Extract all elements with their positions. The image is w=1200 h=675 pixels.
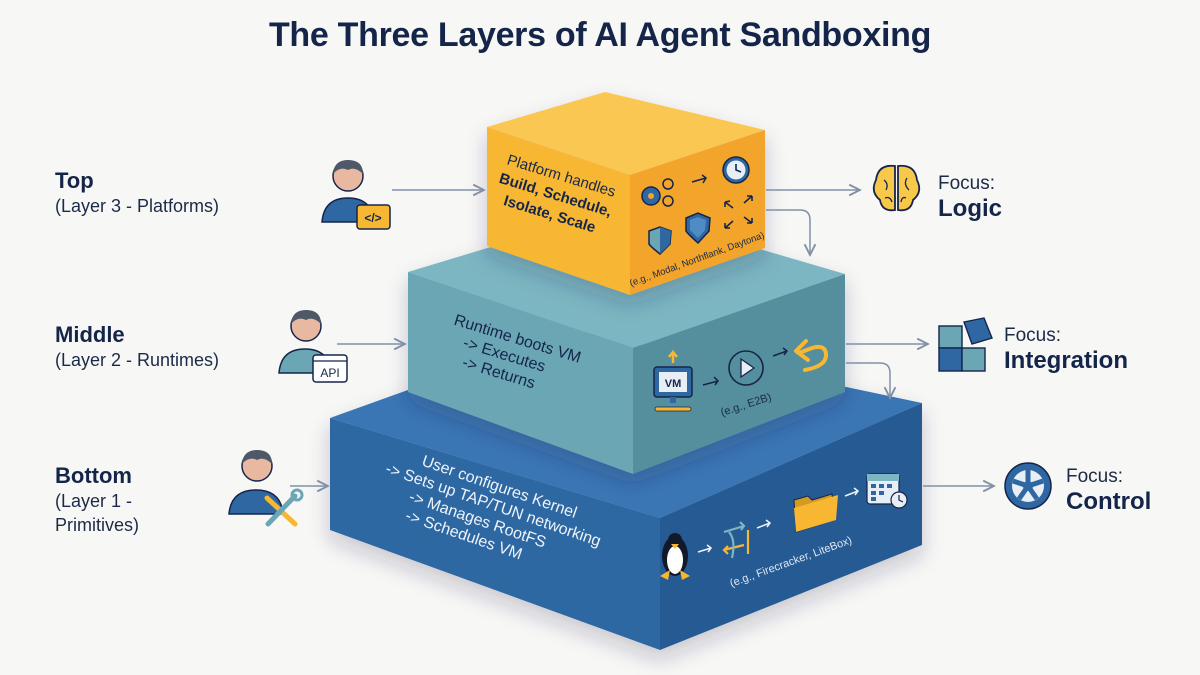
- box-front-face: [330, 418, 660, 650]
- box-front-face: [487, 127, 630, 295]
- layer-name: Bottom: [55, 463, 132, 488]
- gears-icon: [641, 178, 674, 207]
- connectors: [290, 190, 994, 486]
- clock-icon: [722, 156, 750, 184]
- arrow-icon: [772, 347, 789, 357]
- code-badge: </>: [364, 211, 381, 225]
- layer-sublabel: (Layer 3 - Platforms): [55, 196, 220, 216]
- arrow-icon: [844, 487, 860, 497]
- puzzle-icon: [938, 317, 993, 372]
- vm-label: VM: [665, 378, 682, 390]
- focus-value: Logic: [938, 195, 1002, 222]
- calendar-clock-icon: [866, 473, 908, 509]
- wheel-icon: [1004, 462, 1052, 510]
- folder-icon: [793, 493, 838, 533]
- shield-icon: [648, 226, 672, 256]
- focus-value: Integration: [1004, 347, 1128, 374]
- layer-sublabel: (Layer 1 -: [55, 491, 133, 511]
- layer-name: Top: [55, 168, 94, 193]
- brain-icon: [872, 164, 921, 212]
- vm-monitor-icon: VM: [653, 349, 693, 412]
- box-side-face: [660, 403, 922, 650]
- focus-middle: Focus: Integration: [1004, 325, 1128, 375]
- layer-name: Middle: [55, 322, 125, 347]
- focus-value: Control: [1066, 488, 1152, 515]
- layer-sublabel: (Layer 2 - Runtimes): [55, 350, 220, 370]
- arrow-icon: [756, 519, 772, 529]
- arrow-top-to-middle: [766, 209, 810, 255]
- linux-penguin-icon: [660, 533, 690, 580]
- arrow-icon: [691, 174, 707, 184]
- focus-bottom: Focus: Control: [1066, 466, 1151, 516]
- layer-label-top: Top (Layer 3 - Platforms): [55, 168, 219, 218]
- play-icon: [728, 350, 764, 386]
- box-front-face: [408, 272, 633, 474]
- developer-code-icon: </>: [321, 160, 391, 230]
- focus-prefix: Focus:: [938, 173, 996, 194]
- focus-prefix: Focus:: [1066, 466, 1124, 487]
- developer-tools-icon: [228, 450, 304, 527]
- focus-prefix: Focus:: [1004, 325, 1062, 346]
- layer-label-bottom: Bottom (Layer 1 - Primitives): [55, 463, 139, 537]
- focus-top: Focus: Logic: [938, 173, 1002, 223]
- return-arrow-icon: [794, 339, 829, 372]
- diagram-title: The Three Layers of AI Agent Sandboxing: [268, 16, 932, 54]
- api-badge: API: [320, 366, 339, 380]
- developer-api-icon: API: [278, 310, 348, 383]
- expand-arrows-icon: [724, 195, 753, 229]
- layer-sublabel: Primitives): [55, 515, 139, 535]
- arrow-icon: [702, 376, 719, 386]
- network-arrows-icon: [722, 521, 750, 559]
- layer-label-middle: Middle (Layer 2 - Runtimes): [55, 322, 219, 372]
- shield-icon: [685, 212, 711, 245]
- box-top-face: [487, 92, 765, 175]
- arrow-middle-to-bottom: [846, 362, 890, 398]
- arrow-icon: [697, 544, 713, 553]
